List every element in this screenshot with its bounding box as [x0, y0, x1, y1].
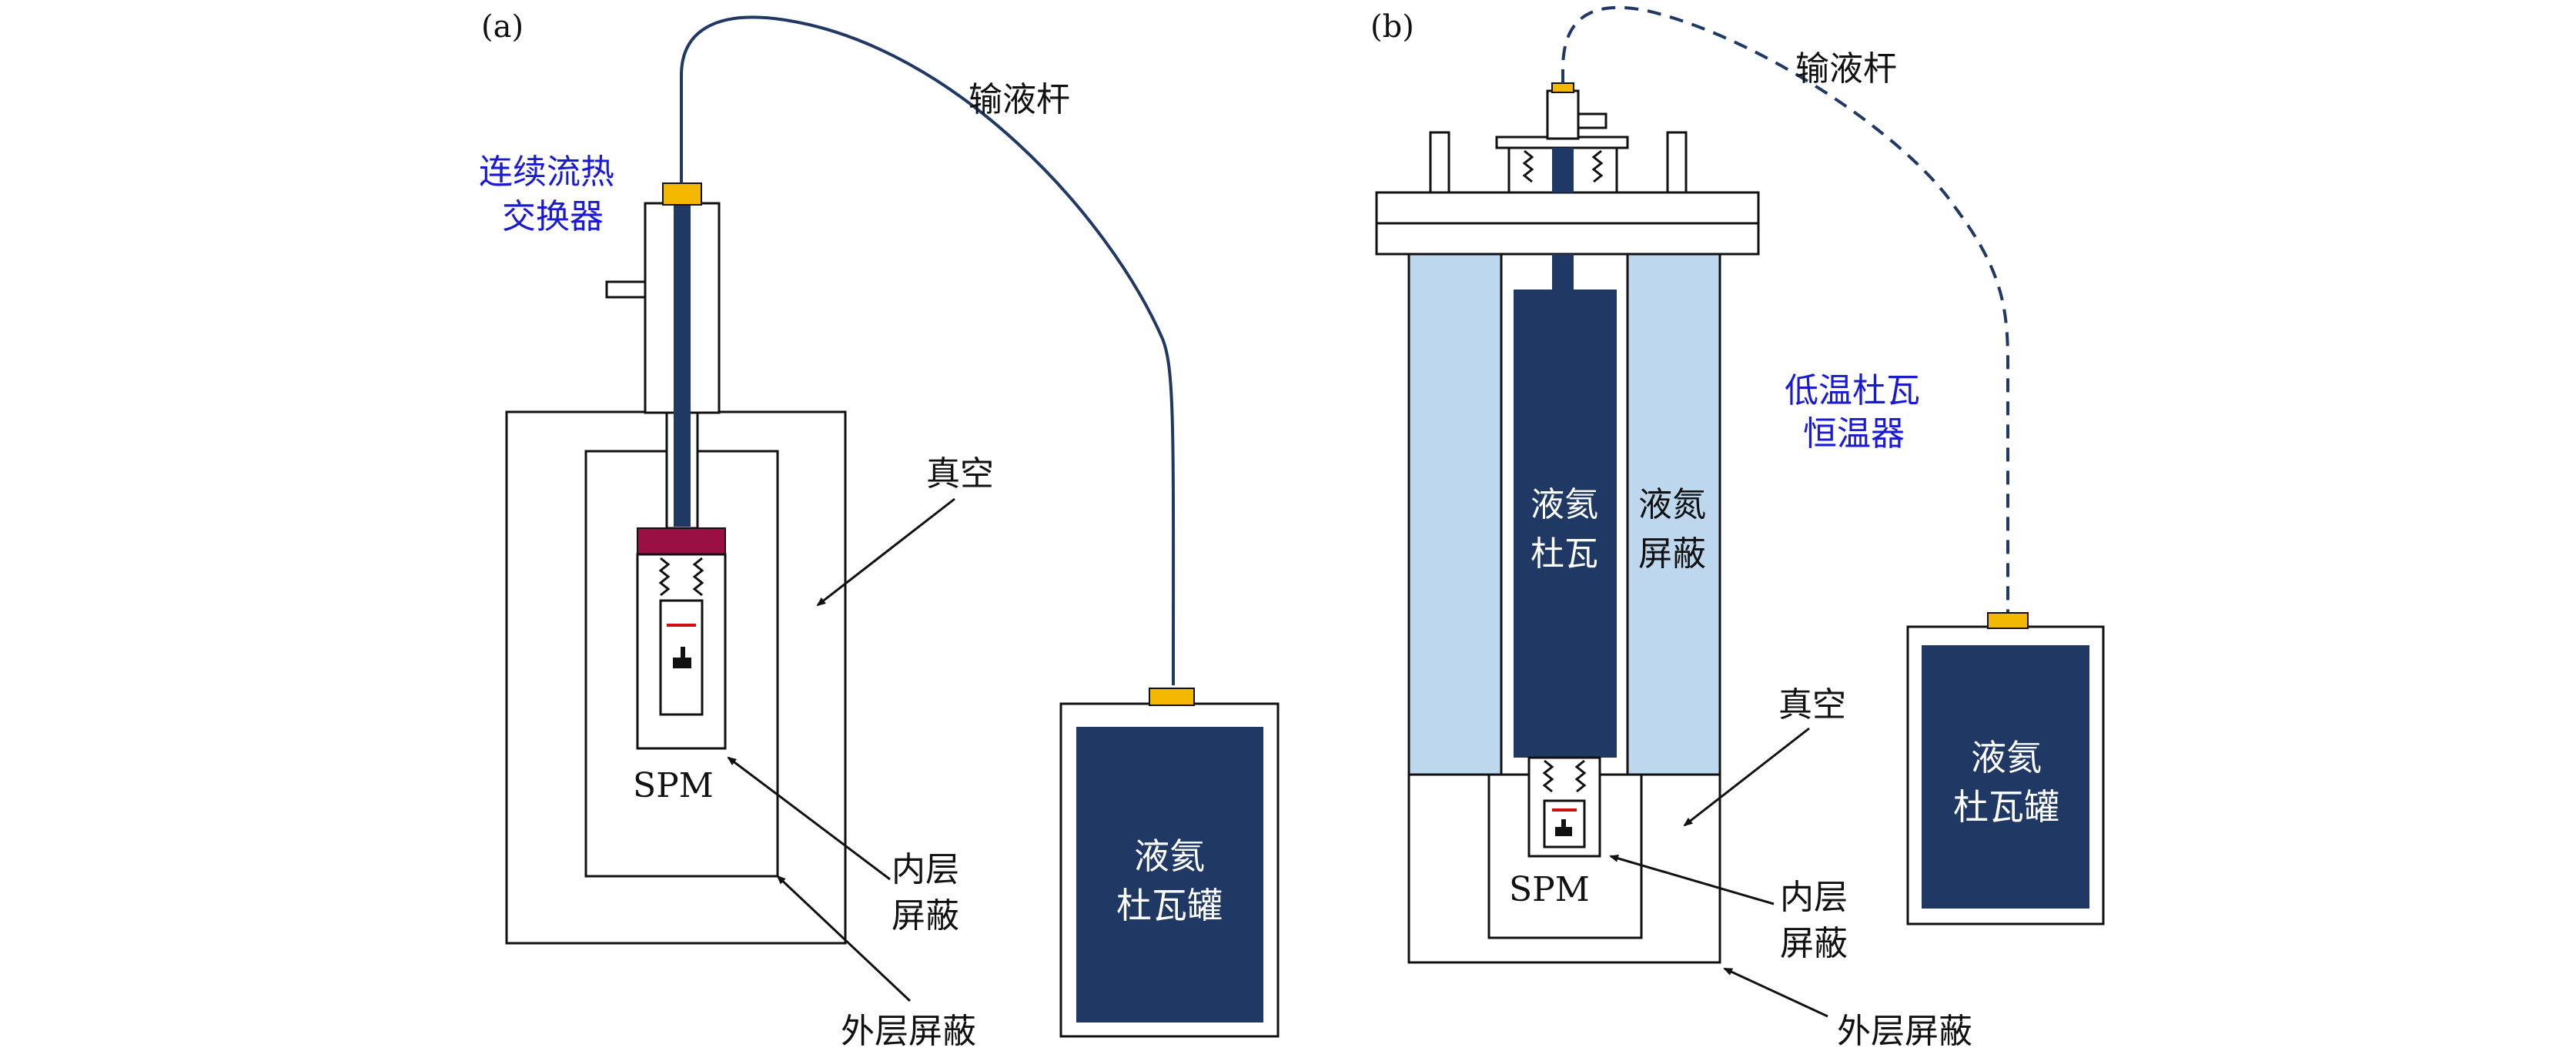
- cold-plate-a: [637, 527, 726, 555]
- inner-shield-arrow-b: [1609, 855, 1775, 905]
- transfer-head-port-b: [1577, 112, 1607, 129]
- panel-b: (b) 液氦 杜瓦 液氮 屏蔽 SPM: [1370, 5, 2105, 1051]
- spring-left-b: [1542, 759, 1554, 793]
- cryostat-label-b-line2: 恒温器: [1803, 414, 1905, 454]
- transfer-head-cap-b: [1551, 82, 1574, 93]
- n2-shield-label-b-line2: 屏蔽: [1638, 534, 1706, 574]
- he-dewar-label-a-line2: 杜瓦罐: [1116, 885, 1223, 926]
- inner-shield-label-a-line2: 屏蔽: [892, 896, 959, 935]
- outer-shield-arrow-b: [1723, 967, 1828, 1018]
- transfer-rod-b: [1552, 148, 1574, 192]
- outer-shield-label-b: 外层屏蔽: [1837, 1012, 1972, 1051]
- transfer-line-a: [680, 15, 1176, 686]
- he-dewar-label-a-line1: 液氦: [1134, 835, 1205, 877]
- n2-shield-right-b: [1626, 253, 1721, 776]
- inner-shield-arrow-a: [727, 756, 891, 881]
- transfer-tube-label-a: 输液杆: [969, 80, 1070, 119]
- he-dewar-body-b: [1514, 290, 1617, 758]
- transfer-line-b: [1561, 5, 2009, 616]
- bellows-spring-right-b: [1591, 149, 1604, 183]
- he-dewar-inner-b: [1922, 645, 2089, 909]
- spm-label-a: SPM: [633, 766, 714, 805]
- post-right-b: [1666, 131, 1688, 194]
- transfer-rod-core-a: [674, 203, 691, 527]
- spring-right-a: [692, 557, 704, 597]
- spring-right-b: [1574, 759, 1587, 793]
- vacuum-arrow-a: [816, 497, 955, 607]
- cryostat-label-b-line1: 低温杜瓦: [1785, 371, 1920, 410]
- post-left-b: [1429, 131, 1450, 194]
- vacuum-arrow-b: [1683, 727, 1810, 827]
- spring-left-a: [658, 557, 671, 597]
- outer-shield-arrow-a: [776, 875, 912, 1002]
- transfer-tube-label-b: 输液杆: [1795, 49, 1897, 89]
- heat-exchanger-label-a-line1: 连续流热: [479, 152, 614, 192]
- bellows-spring-left-b: [1522, 149, 1534, 183]
- heat-exchanger-label-a-line2: 交换器: [502, 197, 604, 236]
- n2-shield-label-b-line1: 液氮: [1638, 485, 1706, 524]
- he-dewar-label-b2-line2: 杜瓦罐: [1953, 786, 2059, 828]
- he-dewar-port-b: [1987, 612, 2029, 629]
- scanner-tip-b: [1555, 819, 1572, 836]
- he-dewar-neck-b: [1552, 254, 1574, 291]
- he-dewar-port-a: [1149, 688, 1195, 706]
- side-port-a: [605, 280, 647, 299]
- inner-shield-label-a-line1: 内层: [892, 850, 959, 889]
- n2-shield-left-b: [1407, 253, 1503, 776]
- vacuum-label-b: 真空: [1778, 685, 1846, 725]
- scanner-tip-a: [673, 647, 691, 668]
- vacuum-label-a: 真空: [926, 454, 994, 494]
- panel-a: (a) SPM 输液杆 连续流热 交换器 真空 内层 屏蔽: [479, 9, 1280, 1051]
- inner-shield-label-b-line2: 屏蔽: [1780, 924, 1848, 963]
- spm-label-b: SPM: [1509, 870, 1590, 909]
- outer-shield-label-a: 外层屏蔽: [841, 1012, 976, 1051]
- panel-b-label: (b): [1370, 9, 1414, 45]
- he-dewar-label-b-line1: 液氦: [1531, 485, 1598, 524]
- top-cap-a: [662, 182, 702, 206]
- he-dewar-label-b-line2: 杜瓦: [1531, 534, 1598, 574]
- he-dewar-inner-a: [1076, 727, 1263, 1023]
- he-dewar-label-b2-line1: 液氦: [1971, 737, 2042, 778]
- panel-a-label: (a): [481, 9, 524, 45]
- transfer-head-b: [1546, 89, 1580, 140]
- inner-shield-label-b-line1: 内层: [1780, 878, 1848, 917]
